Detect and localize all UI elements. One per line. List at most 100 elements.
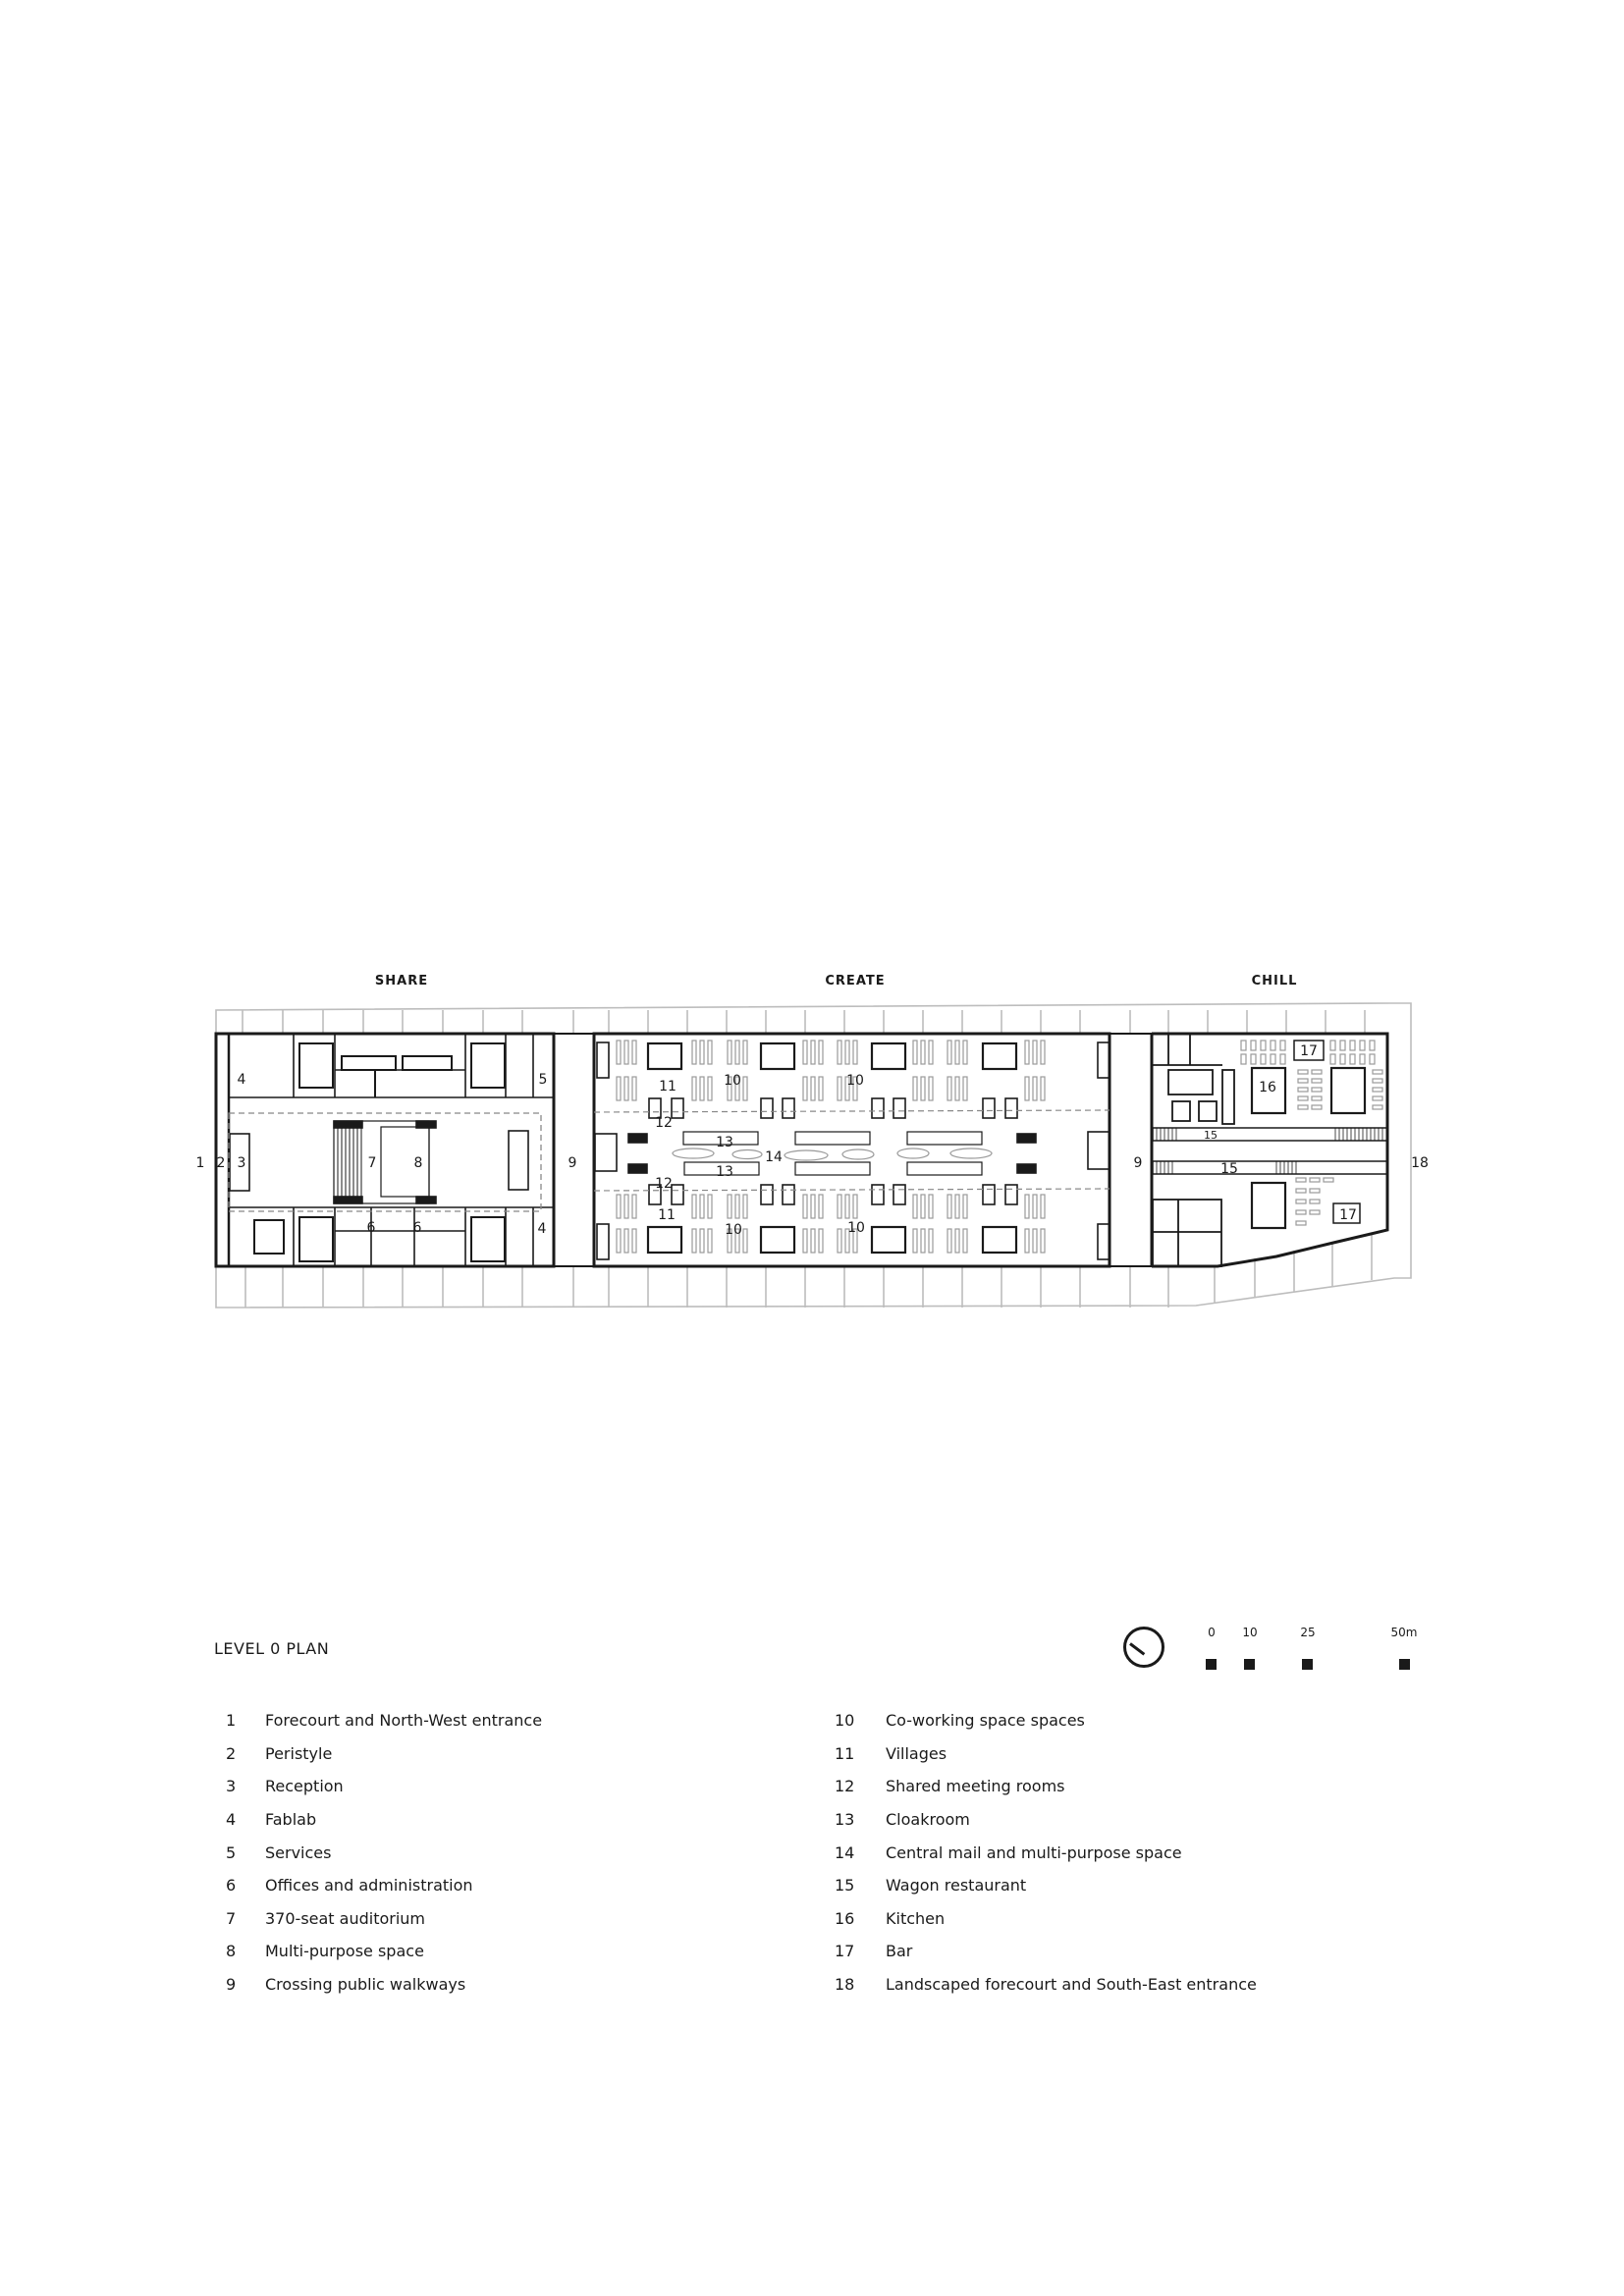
legend-text: 370-seat auditorium [265, 1908, 426, 1928]
room-number: 15 [1204, 1129, 1218, 1142]
legend-text: Cloakroom [886, 1810, 970, 1830]
room-number: 14 [765, 1149, 783, 1165]
scale-label: 25 [1300, 1626, 1316, 1639]
room-number: 7 [368, 1155, 377, 1171]
room-number: 10 [724, 1073, 741, 1089]
room-number: 3 [238, 1155, 246, 1171]
room-number: 18 [1411, 1155, 1429, 1171]
legend-item: 12 Shared meeting rooms [823, 1770, 1257, 1803]
legend-number: 18 [835, 1975, 855, 1995]
chill-furniture [1240, 1040, 1383, 1226]
legend-text: Multi-purpose space [265, 1942, 424, 1961]
legend-number: 3 [226, 1777, 237, 1796]
legend-text: Villages [886, 1743, 947, 1763]
legend-column-2: 10 Co-working space spaces 11 Villages 12 S… [823, 1704, 1257, 2001]
legend-number: 10 [835, 1711, 855, 1731]
legend-number: 16 [835, 1908, 855, 1928]
legend-number: 2 [226, 1743, 237, 1763]
legend-item: 2 Peristyle [214, 1737, 542, 1771]
legend-number: 9 [226, 1975, 237, 1995]
legend-number: 6 [226, 1876, 237, 1896]
legend-number: 1 [226, 1711, 237, 1731]
legend-number: 13 [835, 1810, 855, 1830]
legend-number: 14 [835, 1842, 855, 1862]
legend-item: 11 Villages [823, 1737, 1257, 1771]
room-number: 9 [568, 1155, 577, 1171]
legend-number: 4 [226, 1810, 237, 1830]
legend-text: Crossing public walkways [265, 1975, 466, 1995]
legend-number: 7 [226, 1908, 237, 1928]
legend-number: 15 [835, 1876, 855, 1896]
legend-number: 17 [835, 1942, 855, 1961]
legend-text: Reception [265, 1777, 344, 1796]
scale-label: 0 [1208, 1626, 1216, 1639]
canopy-structure [215, 1002, 1412, 1308]
central-mail-ovals [672, 1148, 993, 1161]
legend-item: 4 Fablab [214, 1803, 542, 1837]
legend-number: 8 [226, 1942, 237, 1961]
wagon-hatching [1156, 1128, 1383, 1174]
legend-item: 3 Reception [214, 1770, 542, 1803]
zone-label-chill: CHILL [1251, 974, 1298, 988]
room-number-labels: 1 2 3 4 5 4 6 6 7 8 9 9 10 10 10 10 11 1… [196, 1043, 1429, 1238]
legend-number: 12 [835, 1777, 855, 1796]
share-interior [229, 1034, 554, 1266]
scale-tick [1206, 1659, 1217, 1670]
zone-label-create: CREATE [825, 974, 886, 988]
plan-title: LEVEL 0 PLAN [214, 1639, 330, 1658]
room-number: 11 [658, 1207, 676, 1223]
scale-label: 50m [1390, 1626, 1418, 1639]
legend-text: Kitchen [886, 1908, 946, 1928]
legend-item: 7 370-seat auditorium [214, 1902, 542, 1936]
legend-text: Wagon restaurant [886, 1876, 1027, 1896]
zone-label-share: SHARE [374, 974, 429, 988]
legend-text: Forecourt and North-West entrance [265, 1711, 543, 1731]
north-arrow-needle [1129, 1642, 1146, 1656]
legend-item: 8 Multi-purpose space [214, 1935, 542, 1968]
legend-item: 14 Central mail and multi-purpose space [823, 1836, 1257, 1869]
room-number: 9 [1134, 1155, 1143, 1171]
room-number: 17 [1300, 1043, 1318, 1059]
room-number: 10 [846, 1073, 864, 1089]
legend-item: 18 Landscaped forecourt and South-East en… [823, 1968, 1257, 2002]
legend-text: Central mail and multi-purpose space [886, 1842, 1182, 1862]
room-number: 11 [659, 1079, 677, 1095]
room-number: 12 [655, 1115, 673, 1131]
legend-item: 10 Co-working space spaces [823, 1704, 1257, 1737]
legend-number: 11 [835, 1743, 855, 1763]
room-number: 10 [725, 1222, 742, 1238]
scale-label: 10 [1242, 1626, 1258, 1639]
legend-item: 13 Cloakroom [823, 1803, 1257, 1837]
legend-item: 9 Crossing public walkways [214, 1968, 542, 2002]
legend-text: Co-working space spaces [886, 1711, 1085, 1731]
room-number: 4 [538, 1221, 547, 1237]
legend-text: Shared meeting rooms [886, 1777, 1065, 1796]
room-number: 5 [539, 1072, 548, 1088]
legend-text: Services [265, 1842, 332, 1862]
chill-interior [1152, 1034, 1388, 1267]
room-number: 17 [1339, 1207, 1357, 1223]
room-number: 2 [217, 1155, 226, 1171]
scale-tick [1244, 1659, 1255, 1670]
room-number: 10 [847, 1220, 865, 1236]
legend-text: Peristyle [265, 1743, 333, 1763]
legend-text: Bar [886, 1942, 913, 1961]
create-dashed-lines [593, 1109, 1110, 1192]
room-number: 1 [196, 1155, 205, 1171]
create-interior [594, 1041, 1110, 1260]
room-number: 8 [414, 1155, 423, 1171]
legend-item: 1 Forecourt and North-West entrance [214, 1704, 542, 1737]
legend-text: Fablab [265, 1810, 317, 1830]
room-number: 13 [716, 1164, 733, 1180]
legend-item: 16 Kitchen [823, 1902, 1257, 1936]
room-number: 13 [716, 1135, 733, 1150]
coworking-desks [616, 1040, 1046, 1254]
legend-item: 17 Bar [823, 1935, 1257, 1968]
scale-tick [1399, 1659, 1410, 1670]
room-number: 4 [238, 1072, 246, 1088]
legend-text: Landscaped forecourt and South-East entr… [886, 1975, 1257, 1995]
share-dashed-outline [228, 1112, 542, 1212]
legend-number: 5 [226, 1842, 237, 1862]
room-number: 6 [367, 1220, 376, 1236]
